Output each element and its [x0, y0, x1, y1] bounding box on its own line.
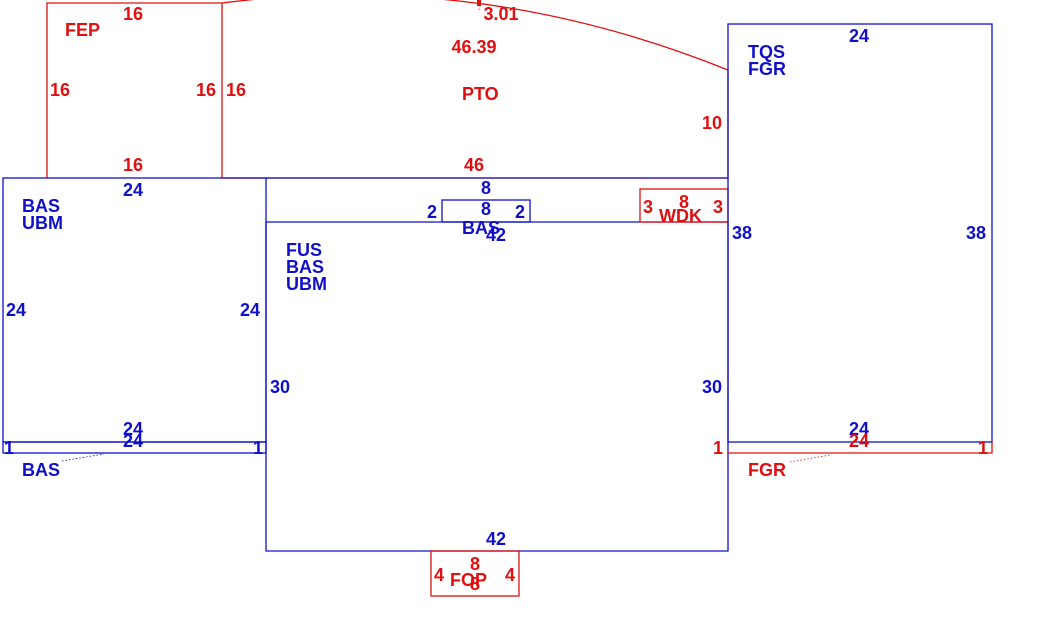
fgr-strip-dim-right: 1 — [978, 438, 988, 458]
fgr-strip-dim-length: 24 — [849, 431, 869, 451]
tqs-dim-right: 38 — [966, 223, 986, 243]
pto-dim-right: 10 — [702, 113, 722, 133]
fgr-strip-leader — [789, 454, 831, 463]
fep-outline — [46, 2, 223, 178]
fep-dim-right: 16 — [196, 80, 216, 100]
bas-left-dim-top: 24 — [123, 180, 143, 200]
fop-dim-left: 4 — [434, 565, 444, 585]
bas-left-dim-left: 24 — [6, 300, 26, 320]
wdk-dim-top: 8 — [679, 192, 689, 212]
bas-left-label-2: UBM — [22, 213, 63, 233]
fop-label: FOP — [450, 570, 487, 590]
main-label-2: BAS — [286, 257, 324, 277]
fep-dim-bottom: 16 — [123, 155, 143, 175]
pto-dim-arc-height: 3.01 — [483, 4, 518, 24]
pto-dim-left: 16 — [226, 80, 246, 100]
main-label-3: UBM — [286, 274, 327, 294]
main-dim-top: 42 — [486, 225, 506, 245]
fep-dim-left: 16 — [50, 80, 70, 100]
bas-strip-dim-length: 24 — [123, 431, 143, 451]
fgr-strip-dim-left: 1 — [713, 438, 723, 458]
bas-left-dim-right: 24 — [240, 300, 260, 320]
main-dim-bottom: 42 — [486, 529, 506, 549]
bas-strip-dim-right: 1 — [253, 438, 263, 458]
bay-label: BAS — [462, 218, 500, 238]
tqs-label-1: TQS — [748, 42, 785, 62]
pto-label: PTO — [462, 84, 499, 104]
pto-dim-arc-chord: 46.39 — [451, 37, 496, 57]
tqs-dim-bottom: 24 — [849, 419, 869, 439]
fop-outline — [430, 550, 520, 597]
wdk-dim-left: 3 — [643, 197, 653, 217]
bas-strip-leader — [61, 453, 105, 462]
pto-dim-bottom: 46 — [464, 155, 484, 175]
main-dim-left: 30 — [270, 377, 290, 397]
bay-dim-top: 8 — [481, 178, 491, 198]
main-outline — [265, 177, 729, 552]
bas-strip-label: BAS — [22, 460, 60, 480]
fop-dim-right: 4 — [505, 565, 515, 585]
bas-left-label-1: BAS — [22, 196, 60, 216]
tqs-label-2: FGR — [748, 59, 786, 79]
pto-arc-marker — [477, 0, 481, 6]
tqs-dim-left: 38 — [732, 223, 752, 243]
bay-dim-right: 2 — [515, 202, 525, 222]
main-label-1: FUS — [286, 240, 322, 260]
bay-dim-left: 2 — [427, 202, 437, 222]
fgr-strip-outline — [728, 442, 993, 454]
main-dim-right: 30 — [702, 377, 722, 397]
tqs-outline — [727, 23, 993, 443]
pto-outline — [221, 0, 729, 179]
wdk-label: WDK — [659, 206, 702, 226]
tqs-dim-top: 24 — [849, 26, 869, 46]
bay-dim-bottom: 8 — [481, 199, 491, 219]
fep-label: FEP — [65, 20, 100, 40]
bay-outline — [441, 199, 531, 223]
fgr-strip-label: FGR — [748, 460, 786, 480]
bas-strip-dim-left: 1 — [4, 438, 14, 458]
wdk-dim-right: 3 — [713, 197, 723, 217]
bas-left-dim-bottom: 24 — [123, 419, 143, 439]
fop-dim-top: 8 — [470, 554, 480, 574]
fep-dim-top: 16 — [123, 4, 143, 24]
fop-dim-bottom: 8 — [470, 574, 480, 594]
